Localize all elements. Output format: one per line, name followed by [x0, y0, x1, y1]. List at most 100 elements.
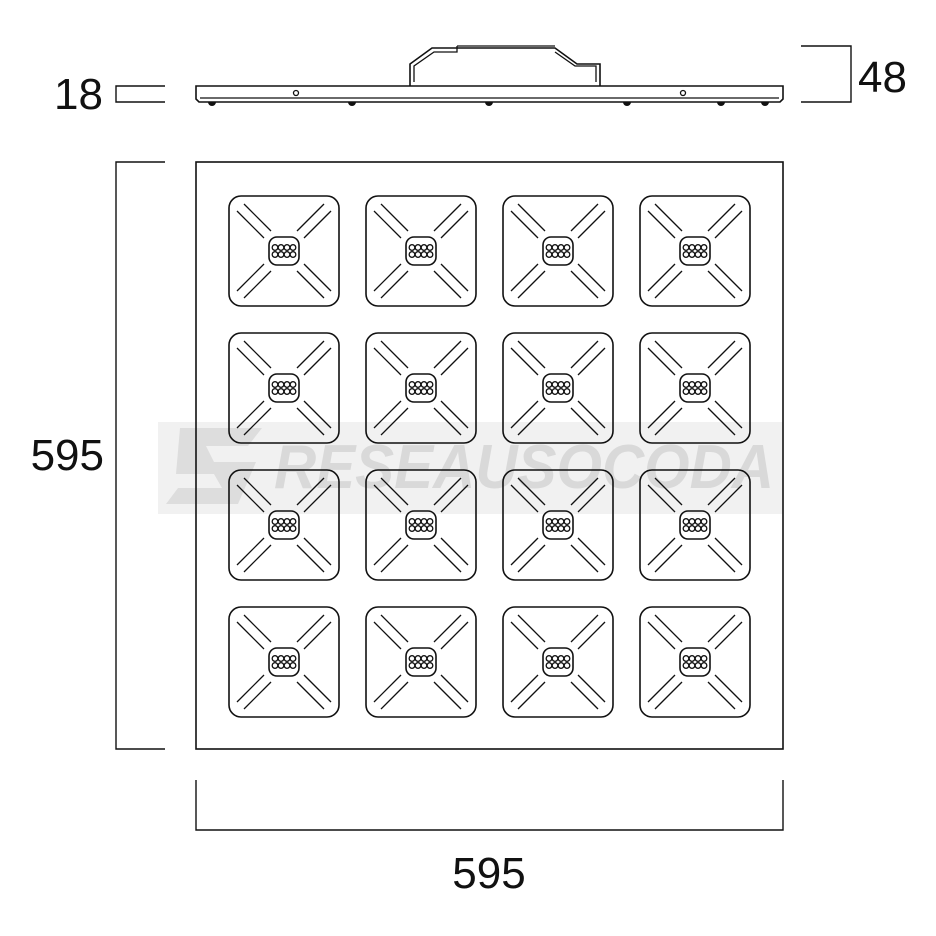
led-icon: [277, 381, 285, 388]
reflector-line: [577, 263, 606, 292]
lens-housing: [639, 332, 751, 444]
reflector-line: [570, 203, 599, 232]
reflector-line: [296, 203, 325, 232]
reflector-line: [433, 544, 462, 573]
reflector-line: [433, 407, 462, 436]
led-icon: [277, 244, 285, 251]
reflector-line: [303, 484, 332, 513]
reflector-line: [654, 203, 683, 232]
led-icon: [426, 518, 434, 525]
led-chip: [405, 236, 437, 266]
mounting-foot: [717, 102, 725, 106]
watermark-logo-icon: [166, 428, 262, 504]
reflector-line: [236, 674, 265, 703]
dimension-total-height: 48: [801, 45, 907, 103]
led-icon: [557, 655, 565, 662]
dimension-width: 595: [195, 780, 784, 898]
reflector-line: [570, 681, 599, 710]
led-icon: [283, 655, 291, 662]
led-icon: [271, 518, 279, 525]
led-chip: [268, 510, 300, 540]
reflector-line: [303, 263, 332, 292]
reflector-line: [303, 210, 332, 239]
reflector-line: [303, 347, 332, 376]
led-icon: [688, 388, 696, 395]
led-icon: [545, 525, 553, 532]
led-chip: [268, 236, 300, 266]
led-chip: [542, 236, 574, 266]
led-icon: [426, 525, 434, 532]
reflector-line: [570, 477, 599, 506]
reflector-line: [296, 614, 325, 643]
reflector-line: [236, 484, 265, 513]
reflector-line: [647, 347, 676, 376]
lens-housing: [365, 469, 477, 581]
reflector-line: [236, 537, 265, 566]
reflector-line: [577, 621, 606, 650]
reflector-line: [380, 544, 409, 573]
led-icon: [545, 381, 553, 388]
led-icon: [694, 251, 702, 258]
reflector-line: [517, 614, 546, 643]
led-icon: [283, 388, 291, 395]
reflector-line: [440, 674, 469, 703]
screw-icon: [292, 89, 300, 97]
reflector-line: [707, 544, 736, 573]
reflector-line: [303, 537, 332, 566]
led-icon: [688, 381, 696, 388]
led-chip: [405, 373, 437, 403]
led-icon: [414, 525, 422, 532]
led-icon: [551, 388, 559, 395]
lens-housing: [228, 332, 340, 444]
driver-box: [409, 47, 601, 86]
lens-housing: [502, 332, 614, 444]
led-icon: [557, 662, 565, 669]
led-icon: [557, 388, 565, 395]
led-icon: [283, 525, 291, 532]
led-icon: [289, 388, 297, 395]
reflector-line: [373, 347, 402, 376]
led-module: [502, 469, 614, 581]
led-icon: [414, 244, 422, 251]
led-module: [502, 195, 614, 307]
led-module: [365, 606, 477, 718]
led-icon: [408, 251, 416, 258]
reflector-line: [373, 537, 402, 566]
reflector-line: [296, 544, 325, 573]
led-chip: [405, 510, 437, 540]
led-icon: [426, 251, 434, 258]
reflector-line: [440, 210, 469, 239]
led-icon: [414, 381, 422, 388]
led-icon: [420, 518, 428, 525]
reflector-line: [380, 270, 409, 299]
led-icon: [557, 518, 565, 525]
led-module: [639, 606, 751, 718]
led-icon: [271, 251, 279, 258]
lens-housing: [639, 606, 751, 718]
led-icon: [700, 388, 708, 395]
reflector-line: [570, 340, 599, 369]
led-icon: [426, 662, 434, 669]
reflector-line: [654, 477, 683, 506]
led-icon: [420, 662, 428, 669]
led-icon: [283, 381, 291, 388]
led-icon: [277, 525, 285, 532]
led-icon: [289, 251, 297, 258]
led-icon: [682, 525, 690, 532]
reflector-line: [243, 681, 272, 710]
reflector-line: [433, 477, 462, 506]
reflector-line: [517, 340, 546, 369]
led-icon: [688, 518, 696, 525]
reflector-line: [433, 614, 462, 643]
reflector-line: [510, 210, 539, 239]
lens-housing: [228, 195, 340, 307]
led-icon: [557, 244, 565, 251]
reflector-line: [373, 674, 402, 703]
dimension-profile-thickness: 18: [54, 70, 165, 119]
mounting-foot: [348, 102, 356, 106]
reflector-line: [647, 400, 676, 429]
led-icon: [289, 655, 297, 662]
mounting-foot: [485, 102, 493, 106]
led-chip: [542, 510, 574, 540]
led-icon: [563, 388, 571, 395]
